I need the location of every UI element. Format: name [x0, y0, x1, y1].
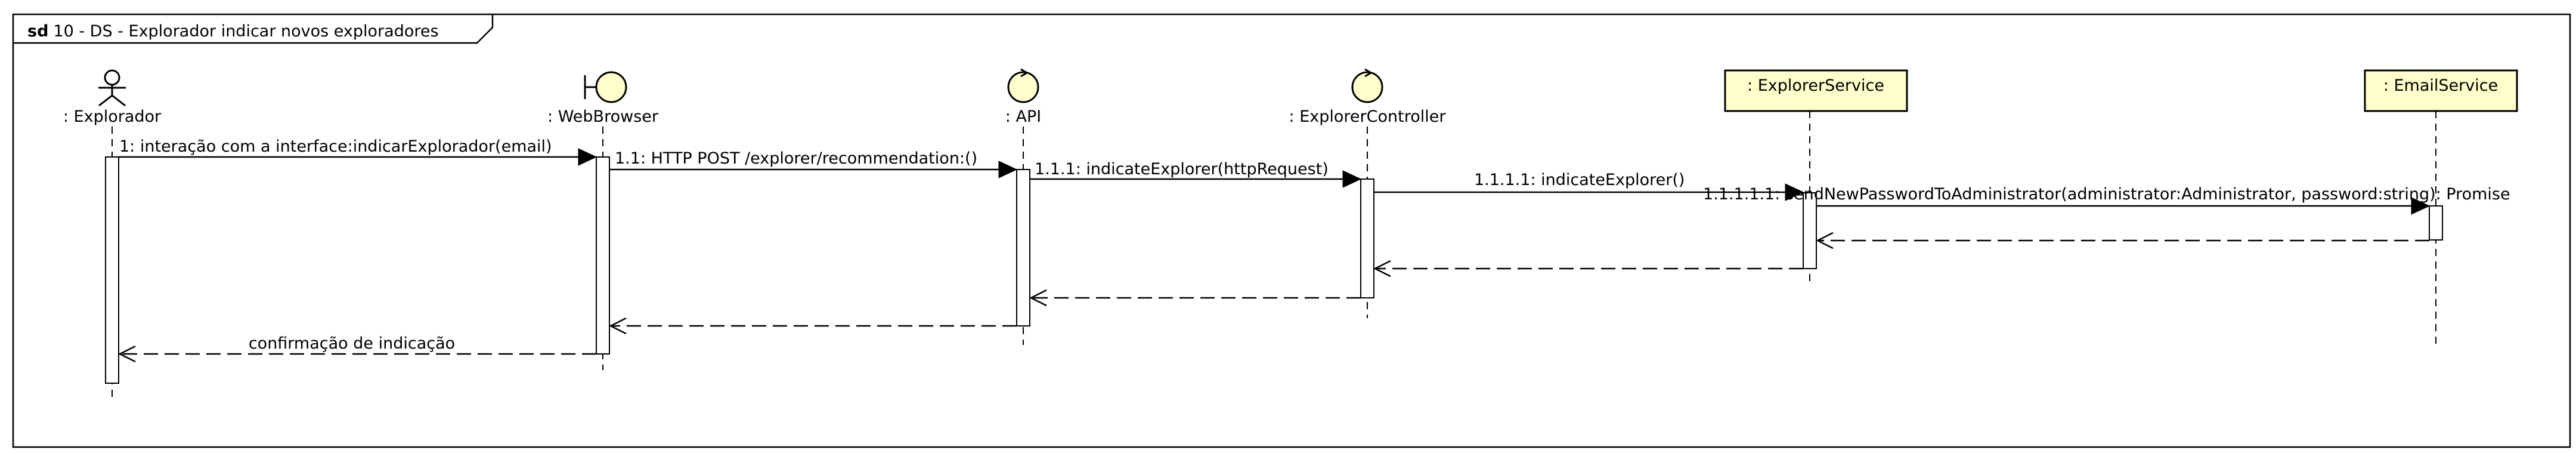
activations: [105, 156, 2443, 384]
return-webbrowser: confirmação de indicação: [118, 334, 596, 363]
participant-label: : EmailService: [2383, 76, 2498, 95]
activation-api: [1016, 169, 1030, 326]
activation-explorador: [105, 156, 119, 384]
participant-label: : Explorador: [63, 107, 162, 126]
open-arrow-head: [1029, 289, 1047, 307]
open-arrow-head: [1373, 260, 1391, 278]
participant-emailservice: : EmailService: [2364, 69, 2518, 112]
message-1-1: 1.1: HTTP POST /explorer/recommendation:…: [609, 149, 1018, 178]
return-api: [609, 317, 1017, 335]
arrow-head: [2411, 197, 2431, 215]
participant-label: : ExplorerController: [1289, 107, 1447, 126]
message-label: 1.1.1.1: indicateExplorer(): [1474, 171, 1685, 189]
return-emailservice: [1816, 232, 2429, 249]
open-arrow-head: [609, 317, 627, 335]
message-label: 1: interação com a interface:indicarExpl…: [119, 137, 552, 156]
diagram-frame: sd 10 - DS - Explorador indicar novos exp…: [12, 13, 2571, 448]
open-arrow-head: [1816, 232, 1834, 249]
message-label: 1.1.1: indicateExplorer(httpRequest): [1035, 160, 1329, 178]
frame-title: sd 10 - DS - Explorador indicar novos exp…: [27, 22, 439, 41]
open-arrow-head: [118, 345, 136, 363]
control-icon: [1007, 68, 1039, 103]
message-1-1-1: 1.1.1: indicateExplorer(httpRequest): [1030, 160, 1362, 188]
actor-icon: [98, 69, 126, 107]
frame-keyword: sd: [27, 22, 48, 41]
participant-label: : ExplorerService: [1747, 76, 1884, 95]
return-explorerservice: [1373, 260, 1803, 278]
control-icon: [1351, 68, 1383, 103]
return-label: confirmação de indicação: [249, 334, 455, 353]
arrow-head: [1785, 183, 1804, 201]
participant-box: [1724, 69, 1908, 112]
activation-webbrowser: [596, 156, 610, 355]
arrow-head: [998, 161, 1018, 178]
participant-label: : WebBrowser: [547, 107, 659, 126]
message-1-1-1-1: 1.1.1.1: indicateExplorer(): [1374, 171, 1804, 201]
activation-explorerservice: [1803, 192, 1817, 269]
participant-api: : API: [1005, 68, 1041, 126]
arrow-head: [578, 148, 597, 166]
participant-webbrowser: : WebBrowser: [547, 71, 659, 126]
message-1-1-1-1-1: 1.1.1.1.1: sendNewPasswordToAdministrato…: [1703, 185, 2510, 215]
participant-explorerservice: : ExplorerService: [1724, 69, 1908, 112]
arrow-head: [1342, 170, 1362, 188]
return-explorercontroller: [1029, 289, 1361, 307]
activation-explorercontroller: [1360, 178, 1374, 298]
message-1: 1: interação com a interface:indicarExpl…: [119, 137, 597, 166]
participant-explorador: : Explorador: [63, 69, 162, 126]
message-label: 1.1.1.1.1: sendNewPasswordToAdministrato…: [1703, 185, 2510, 204]
message-label: 1.1: HTTP POST /explorer/recommendation:…: [615, 149, 977, 168]
boundary-icon: [584, 71, 627, 103]
frame-title-text: 10 - DS - Explorador indicar novos explo…: [53, 22, 438, 41]
participant-explorercontroller: : ExplorerController: [1289, 68, 1447, 126]
participant-label: : API: [1005, 107, 1041, 126]
activation-emailservice: [2429, 205, 2443, 241]
participant-box: [2364, 69, 2518, 112]
